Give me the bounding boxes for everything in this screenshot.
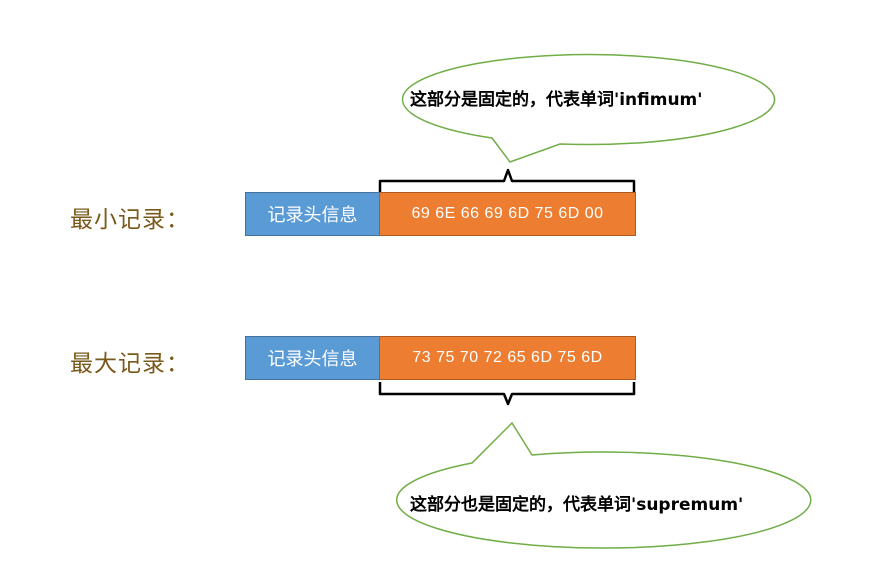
min-record-label: 最小记录： xyxy=(70,207,190,233)
max-callout-text: 这部分也是固定的，代表单词'supremum' xyxy=(410,495,744,515)
max-bytes-brace xyxy=(378,382,636,406)
max-record-bytes-box: 73 75 70 72 65 6D 75 6D xyxy=(379,336,636,380)
min-record-bytes-box: 69 6E 66 69 6D 75 6D 00 xyxy=(379,192,636,236)
max-record-header-box: 记录头信息 xyxy=(245,336,380,380)
min-record-header-box: 记录头信息 xyxy=(245,192,380,236)
max-record-label: 最大记录： xyxy=(70,351,190,377)
min-callout-bubble xyxy=(401,53,776,163)
max-callout-bubble xyxy=(396,421,812,549)
min-bytes-brace xyxy=(378,168,636,192)
min-callout-text: 这部分是固定的，代表单词'infimum' xyxy=(410,90,703,110)
